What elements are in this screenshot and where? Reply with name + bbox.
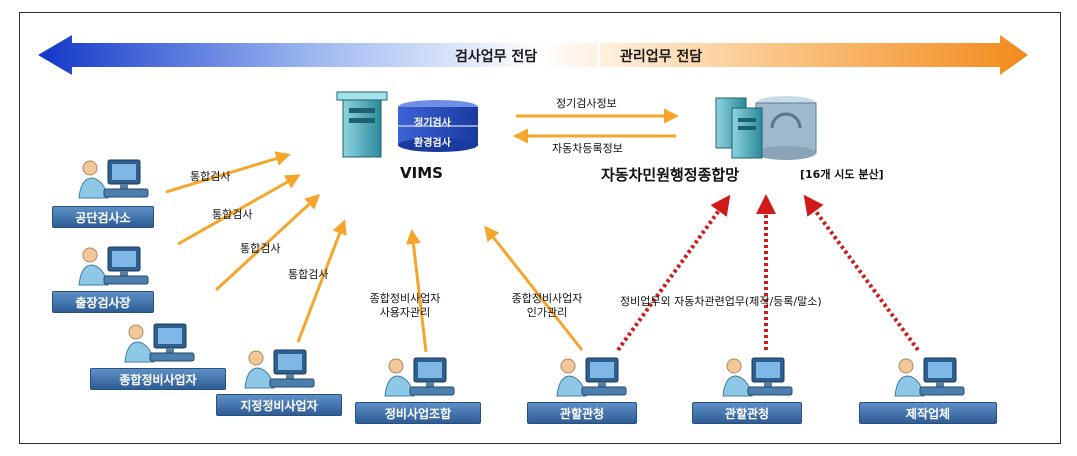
banner-arrow-left [38, 35, 540, 75]
arrow-integrated-4 [296, 219, 347, 343]
central-server-icon [715, 96, 817, 160]
arrow-integrated-1 [165, 151, 291, 194]
vims-label: VIMS [400, 164, 443, 182]
label-union-mgmt: 종합정비사업자 사용자관리 [355, 292, 455, 320]
label-admin-work: 정비업무외 자동차관련업무(제작/등록/말소) [620, 295, 822, 308]
label-office-perm-line1: 종합정비사업자 [511, 292, 583, 305]
label-integrated-4: 통합검사 [288, 268, 329, 281]
user-computer-icon-office-1 [556, 357, 627, 397]
arrow-integrated-3 [214, 193, 321, 292]
banner-right-label: 관리업무 전담 [620, 49, 703, 65]
label-integrated-1: 통합검사 [190, 170, 231, 183]
db-environment-label: 환경검사 [414, 138, 451, 149]
arrow-admin-3 [803, 194, 920, 352]
label-integrated-2: 통합검사 [212, 208, 253, 221]
label-union-mgmt-line1: 종합정비사업자 [369, 292, 441, 305]
label-integrated-3: 통합검사 [240, 242, 281, 255]
label-inspection-info: 정기검사정보 [556, 97, 617, 110]
arrow-admin-1 [616, 194, 731, 352]
box-repair-union: 정비사업조합 [355, 402, 481, 424]
box-office-1: 관할관청 [527, 402, 637, 424]
arrow-union-mgmt [405, 229, 428, 353]
user-computer-icon-corp-inspection [78, 159, 149, 199]
label-office-perm: 종합정비사업자 인가관리 [497, 292, 597, 320]
user-computer-icon-office-2 [722, 357, 793, 397]
label-union-mgmt-line2: 사용자관리 [379, 306, 431, 319]
banner-arrow [38, 35, 1028, 75]
banner-arrow-right [540, 35, 1028, 75]
diagram-frame [19, 12, 1061, 444]
user-computer-icon-manufacturer [894, 357, 965, 397]
label-registration-info: 자동차등록정보 [552, 142, 623, 155]
arrow-office-perm [484, 225, 584, 351]
box-designated-repair: 지정정비사업자 [216, 394, 342, 416]
label-office-perm-line2: 인가관리 [526, 306, 568, 319]
box-field-inspection: 출장검사장 [52, 291, 154, 313]
user-computer-icon-designated-repair [244, 349, 315, 389]
box-corp-inspection: 공단검사소 [52, 206, 154, 228]
arrow-integrated-2 [177, 174, 301, 246]
db-periodic-label: 정기검사 [414, 118, 451, 129]
central-network-label: 자동차민원행정종합망 [601, 166, 740, 184]
user-computer-icon-repair-union [384, 357, 455, 397]
banner-divider [597, 43, 600, 67]
central-network-note: [16개 시도 분산] [800, 168, 884, 181]
user-computer-icon-field-inspection [78, 246, 149, 286]
box-office-2: 관할관청 [692, 402, 802, 424]
vims-server-icon [336, 91, 478, 158]
banner-left-label: 검사업무 전담 [455, 49, 538, 65]
box-general-repair: 종합정비사업자 [90, 368, 226, 390]
user-computer-icon-general-repair [124, 323, 195, 363]
box-manufacturer: 제작업체 [859, 402, 997, 424]
